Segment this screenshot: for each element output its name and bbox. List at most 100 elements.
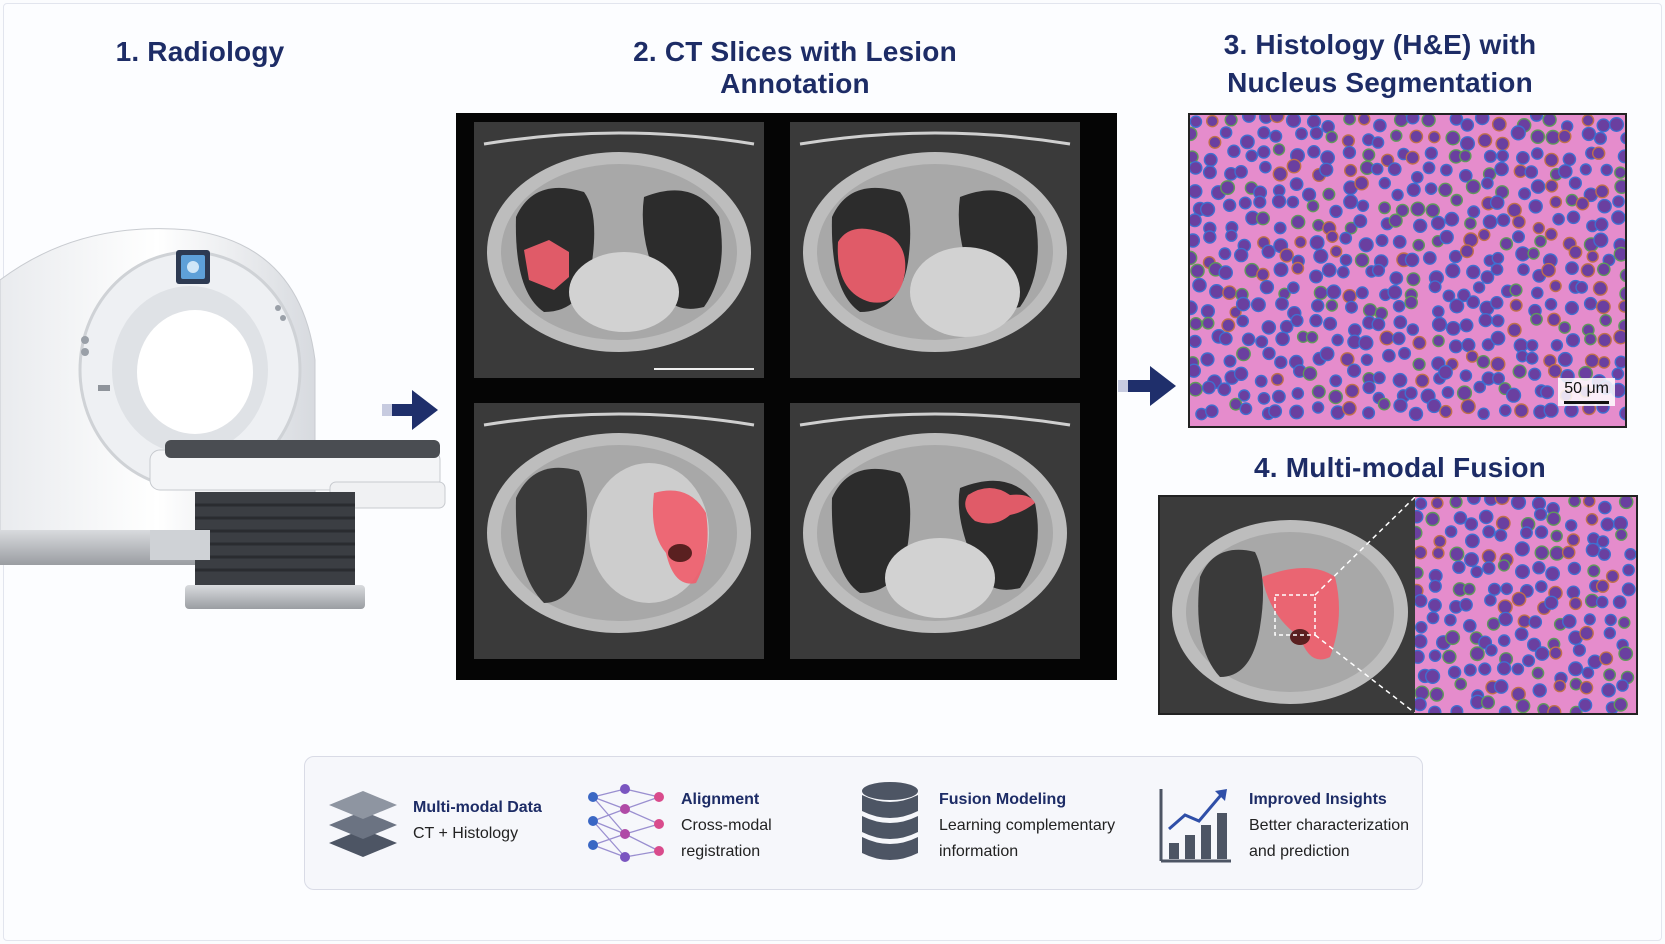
nucleus [1594, 217, 1609, 232]
nucleus [1375, 233, 1389, 247]
nucleus [1342, 145, 1357, 160]
nucleus [1358, 237, 1374, 253]
nucleus [1528, 199, 1543, 214]
nucleus [1586, 250, 1599, 263]
nucleus [1259, 160, 1272, 174]
nucleus [1412, 218, 1428, 234]
nucleus [1356, 199, 1370, 213]
nucleus [1439, 404, 1453, 419]
nucleus [1424, 146, 1438, 160]
nucleus [1568, 497, 1581, 508]
nucleus [1301, 187, 1317, 202]
nucleus [1415, 697, 1427, 712]
bar-chart-icon [1159, 789, 1231, 863]
nucleus [1421, 115, 1436, 128]
nuclei-segmentation [1190, 115, 1625, 422]
nucleus [1405, 115, 1420, 125]
nucleus [1262, 346, 1276, 361]
nucleus [1290, 313, 1304, 328]
database-icon [862, 782, 918, 860]
nucleus [1238, 389, 1251, 402]
nucleus [1579, 680, 1594, 695]
nucleus [1393, 315, 1408, 330]
nucleus [1579, 163, 1592, 176]
nucleus [1286, 158, 1302, 174]
nucleus [1544, 595, 1559, 610]
nucleus [1599, 313, 1613, 327]
nucleus [1250, 297, 1266, 313]
nucleus [1613, 329, 1625, 345]
nucleus [1534, 545, 1550, 561]
nucleus [1371, 136, 1385, 149]
nucleus [1558, 321, 1572, 334]
nucleus [1466, 295, 1481, 309]
nucleus [1466, 264, 1481, 280]
nucleus [1240, 134, 1255, 150]
nucleus [1457, 288, 1471, 303]
nucleus [1581, 126, 1597, 142]
nucleus [1458, 169, 1473, 183]
nucleus [1362, 406, 1376, 420]
nucleus [1224, 115, 1238, 127]
nucleus [1494, 528, 1508, 542]
nucleus [1477, 228, 1491, 242]
nucleus [1596, 535, 1610, 548]
nucleus [1490, 295, 1504, 310]
nucleus [1572, 643, 1587, 657]
nucleus [1532, 683, 1547, 698]
nucleus [1549, 545, 1565, 561]
nucleus [1557, 129, 1572, 144]
nucleus [1561, 614, 1577, 629]
nucleus [1609, 116, 1625, 133]
nucleus [1550, 529, 1563, 543]
nucleus [1325, 299, 1339, 312]
nucleus [1287, 281, 1300, 294]
nucleus [1618, 300, 1625, 313]
nucleus [1464, 517, 1479, 531]
nucleus [1422, 161, 1436, 175]
nucleus [1611, 210, 1625, 225]
nucleus [1370, 162, 1384, 176]
nucleus [1339, 253, 1353, 267]
feature-desc-line: Cross-modal [681, 817, 772, 834]
nucleus [1547, 363, 1563, 379]
nucleus [1319, 346, 1335, 362]
nucleus [1593, 232, 1609, 248]
nucleus [1373, 118, 1387, 133]
fusion-histology-zoom [1415, 497, 1636, 713]
nucleus [1597, 198, 1612, 214]
nucleus [1512, 215, 1526, 229]
nucleus [1393, 398, 1408, 413]
nucleus [1428, 280, 1442, 294]
nucleus [1387, 284, 1403, 300]
nucleus [1208, 135, 1222, 149]
nucleus [1431, 546, 1445, 560]
nucleus [1545, 179, 1559, 193]
nucleus [1530, 179, 1546, 194]
nucleus [1528, 615, 1543, 629]
nucleus [1522, 654, 1536, 668]
nucleus [1268, 404, 1283, 419]
nucleus [1255, 335, 1269, 349]
nucleus [1438, 182, 1453, 198]
nucleus [1447, 665, 1462, 680]
nucleus [1274, 355, 1288, 370]
nucleus [1491, 251, 1505, 265]
nucleus [1592, 146, 1606, 160]
feature-title: Improved Insights [1249, 791, 1387, 808]
nucleus [1481, 176, 1494, 190]
nucleus [1566, 210, 1581, 225]
nucleus [1578, 698, 1593, 713]
nucleus [1444, 613, 1457, 627]
nucleus [1491, 314, 1505, 328]
nucleus [1428, 579, 1442, 593]
nucleus [1530, 147, 1544, 160]
nucleus [1392, 372, 1408, 388]
nucleus [1569, 596, 1583, 611]
nucleus [1463, 619, 1477, 633]
nucleus [1512, 364, 1527, 379]
nucleus [1406, 182, 1421, 197]
nucleus [1406, 323, 1420, 336]
nucleus [1477, 133, 1493, 148]
feature-desc-line: registration [681, 843, 761, 860]
